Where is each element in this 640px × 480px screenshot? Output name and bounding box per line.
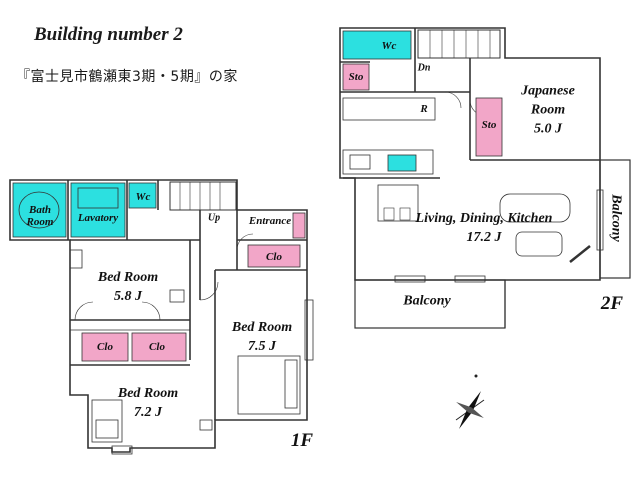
balcony-side-label: Balcony [608,194,624,242]
lavatory-label: Lavatory [77,212,119,224]
bedroom-b-size: 7.5 J [248,339,276,354]
bedroom-c-size: 7.2 J [134,405,162,420]
bedroom-b-name: Bed Room [231,320,293,335]
bath-room-label: Bath Room [27,204,54,228]
storage-left-label: Sto [348,71,364,83]
japanese-room-line2: Room [530,102,566,118]
property-subtitle: 『富士見市鶴瀬東3期・5期』の家 [16,69,238,85]
floor-2f-label: 2F [600,293,624,314]
closet-left-label: Clo [97,341,113,353]
ldk-label: Living, Dining, Kitchen 17.2 J [416,209,553,247]
north-arrow-icon [455,374,485,430]
bedroom-a-size: 5.8 J [114,289,142,304]
down-label: Dn [417,62,431,74]
bedroom-c-name: Bed Room [117,386,179,401]
balcony-bottom-label: Balcony [403,293,451,309]
japanese-room-size: 5.0 J [533,121,562,137]
japanese-room-line1: Japanese [521,83,575,99]
bath-label-line1: Bath [28,204,51,216]
ldk-name: Living, Dining, Kitchen [415,211,553,226]
r-label: R [420,103,428,115]
second-floor-wet-areas [342,30,417,172]
first-floor-plan [9,179,314,455]
second-floor-storage [342,63,503,157]
wc-label-2f: Wc [381,40,397,52]
bedroom-a-label: Bed Room 5.8 J [98,268,158,306]
second-floor-plan [339,27,631,329]
up-label: Up [207,212,221,224]
wc-label-1f: Wc [135,191,151,203]
ldk-size: 17.2 J [466,230,502,245]
first-floor-storage [81,212,306,362]
entrance-label: Entrance [248,215,292,227]
bedroom-a-name: Bed Room [97,270,159,285]
japanese-room-label: Japanese Room 5.0 J [521,82,575,139]
entrance-closet-label: Clo [266,251,282,263]
floor-1f-label: 1F [290,430,314,451]
bedroom-b-label: Bed Room 7.5 J [232,318,292,356]
building-title: Building number 2 [34,24,183,45]
first-floor-wet-areas [12,182,157,238]
closet-right-label: Clo [149,341,165,353]
bath-label-line2: Room [26,216,54,228]
storage-right-label: Sto [481,119,497,131]
bedroom-c-label: Bed Room 7.2 J [118,384,178,422]
